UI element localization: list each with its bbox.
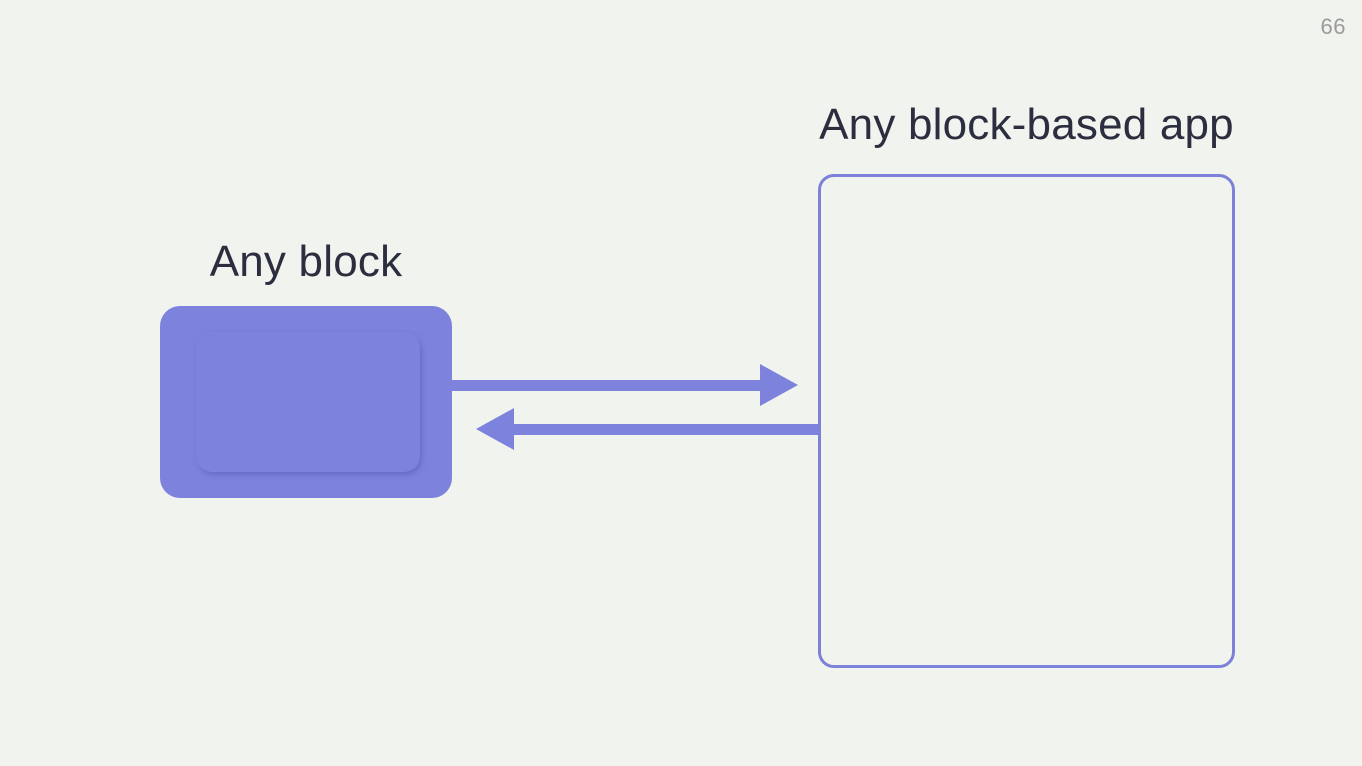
block-shape bbox=[160, 306, 452, 498]
block-label: Any block bbox=[209, 237, 403, 286]
arrow-left-head-icon bbox=[476, 408, 514, 450]
page-number: 66 bbox=[1320, 14, 1346, 39]
arrow-right-head-icon bbox=[760, 364, 798, 406]
arrow-right-shaft bbox=[452, 380, 764, 391]
app-container-shape bbox=[818, 174, 1235, 668]
app-title-label: Any block-based app bbox=[819, 100, 1234, 149]
arrow-left-shaft bbox=[514, 424, 818, 435]
block-inner-emboss bbox=[196, 332, 420, 472]
